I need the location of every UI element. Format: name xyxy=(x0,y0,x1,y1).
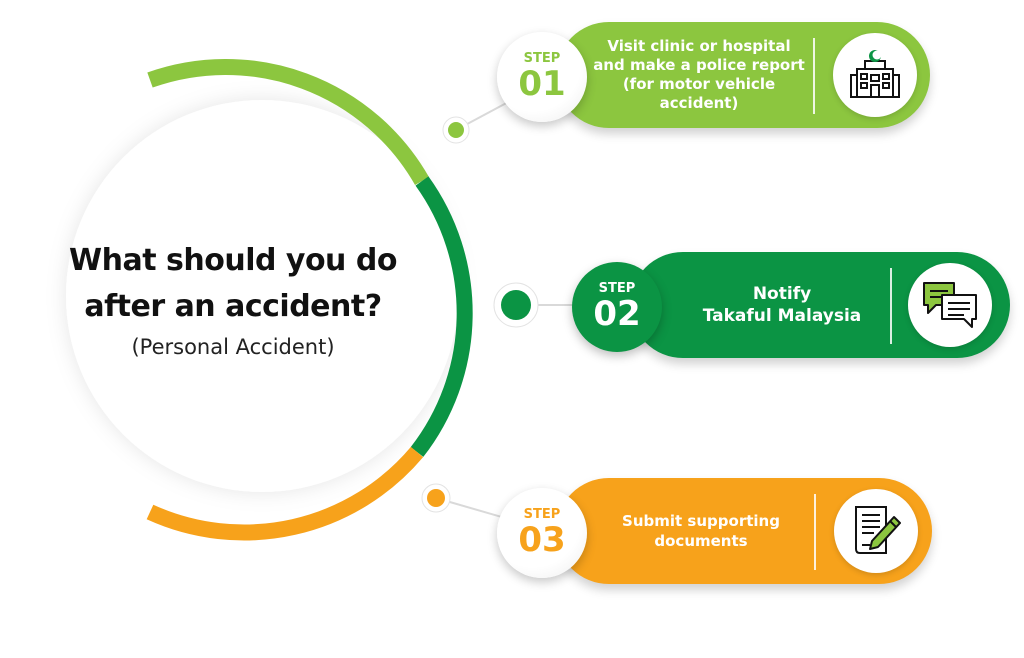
step-1-text-line: (for motor vehicle xyxy=(622,75,776,93)
step-3-label: STEP xyxy=(523,507,561,522)
step-3-badge: STEP 03 xyxy=(497,488,587,578)
step-1-text-line: Visit clinic or hospital xyxy=(607,37,791,55)
step-2-icon-circle xyxy=(908,263,992,347)
title-line-1: What should you do xyxy=(69,243,397,278)
subtitle: (Personal Accident) xyxy=(131,335,335,359)
step-1-text-line: and make a police report xyxy=(593,56,805,74)
arc-segment-dark-green xyxy=(410,176,473,457)
arc-segment-light-green xyxy=(147,58,429,185)
step-2-badge: STEP 02 xyxy=(572,262,662,352)
step-2-text: Notify Takaful Malaysia xyxy=(676,252,888,358)
step-3-text-line: documents xyxy=(654,532,748,550)
title-line-2: after an accident? xyxy=(84,289,382,324)
chat-bubbles-icon xyxy=(923,282,977,328)
step-3-icon-circle xyxy=(834,489,918,573)
center-disc xyxy=(66,100,458,492)
step-3-text-line: Submit supporting xyxy=(622,512,780,530)
step-1-badge: STEP 01 xyxy=(497,32,587,122)
connector-node-2 xyxy=(501,290,531,320)
step-1-number: 01 xyxy=(518,64,566,104)
step-2-divider xyxy=(890,268,892,344)
hospital-icon xyxy=(850,50,900,98)
step-3-number: 03 xyxy=(518,520,566,560)
step-1-icon-circle xyxy=(833,33,917,117)
step-1-label: STEP xyxy=(523,51,561,66)
step-2-text-line: Takaful Malaysia xyxy=(702,306,862,326)
step-2-label: STEP xyxy=(598,281,636,296)
step-1-text-line: accident) xyxy=(659,94,739,112)
connector-node-3 xyxy=(427,489,445,507)
step-1-text: Visit clinic or hospital and make a poli… xyxy=(588,22,810,128)
arc-segment-orange xyxy=(146,446,424,541)
step-3-text: Submit supporting documents xyxy=(596,478,806,584)
step-2-number: 02 xyxy=(593,294,641,334)
center-title-block: What should you do after an accident? (P… xyxy=(28,238,438,362)
step-2-text-line: Notify xyxy=(752,284,812,304)
step-3-divider xyxy=(814,494,816,570)
document-pen-icon xyxy=(855,506,901,554)
step-1-divider xyxy=(813,38,815,114)
connector-node-1 xyxy=(448,122,464,138)
